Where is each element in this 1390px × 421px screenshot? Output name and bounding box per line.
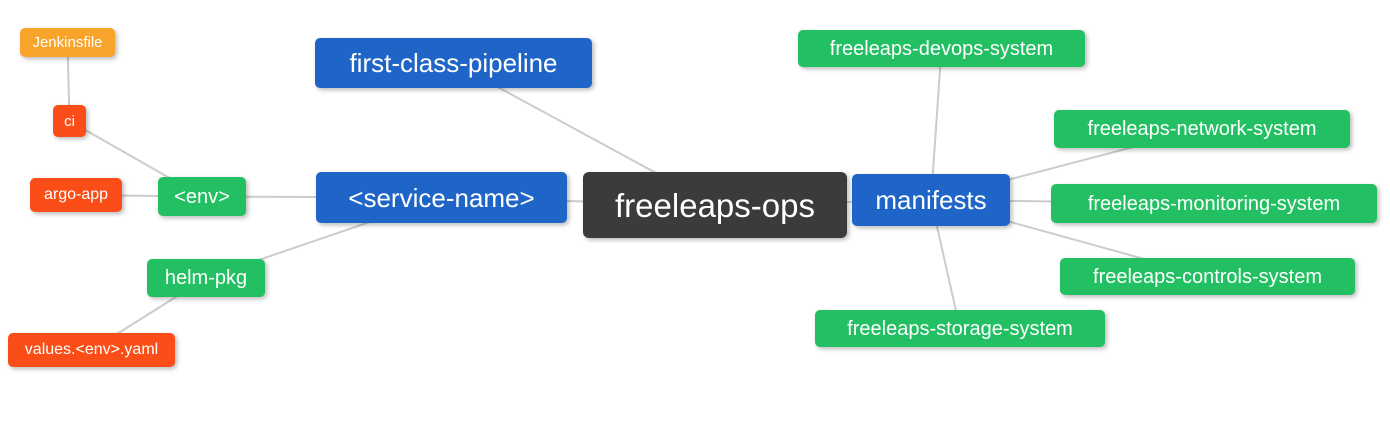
- node-values-env-yaml[interactable]: values.<env>.yaml: [8, 333, 175, 367]
- node-service-name[interactable]: <service-name>: [316, 172, 567, 223]
- node-jenkinsfile[interactable]: Jenkinsfile: [20, 28, 115, 57]
- node-freeleaps-ops[interactable]: freeleaps-ops: [583, 172, 847, 238]
- node-freeleaps-controls-system[interactable]: freeleaps-controls-system: [1060, 258, 1355, 295]
- node-helm-pkg[interactable]: helm-pkg: [147, 259, 265, 297]
- node-env[interactable]: <env>: [158, 177, 246, 216]
- node-argo-app[interactable]: argo-app: [30, 178, 122, 212]
- node-first-class-pipeline[interactable]: first-class-pipeline: [315, 38, 592, 88]
- node-freeleaps-devops-system[interactable]: freeleaps-devops-system: [798, 30, 1085, 67]
- node-freeleaps-storage-system[interactable]: freeleaps-storage-system: [815, 310, 1105, 347]
- node-freeleaps-network-system[interactable]: freeleaps-network-system: [1054, 110, 1350, 148]
- node-freeleaps-monitoring-system[interactable]: freeleaps-monitoring-system: [1051, 184, 1377, 223]
- node-manifests[interactable]: manifests: [852, 174, 1010, 226]
- node-ci[interactable]: ci: [53, 105, 86, 137]
